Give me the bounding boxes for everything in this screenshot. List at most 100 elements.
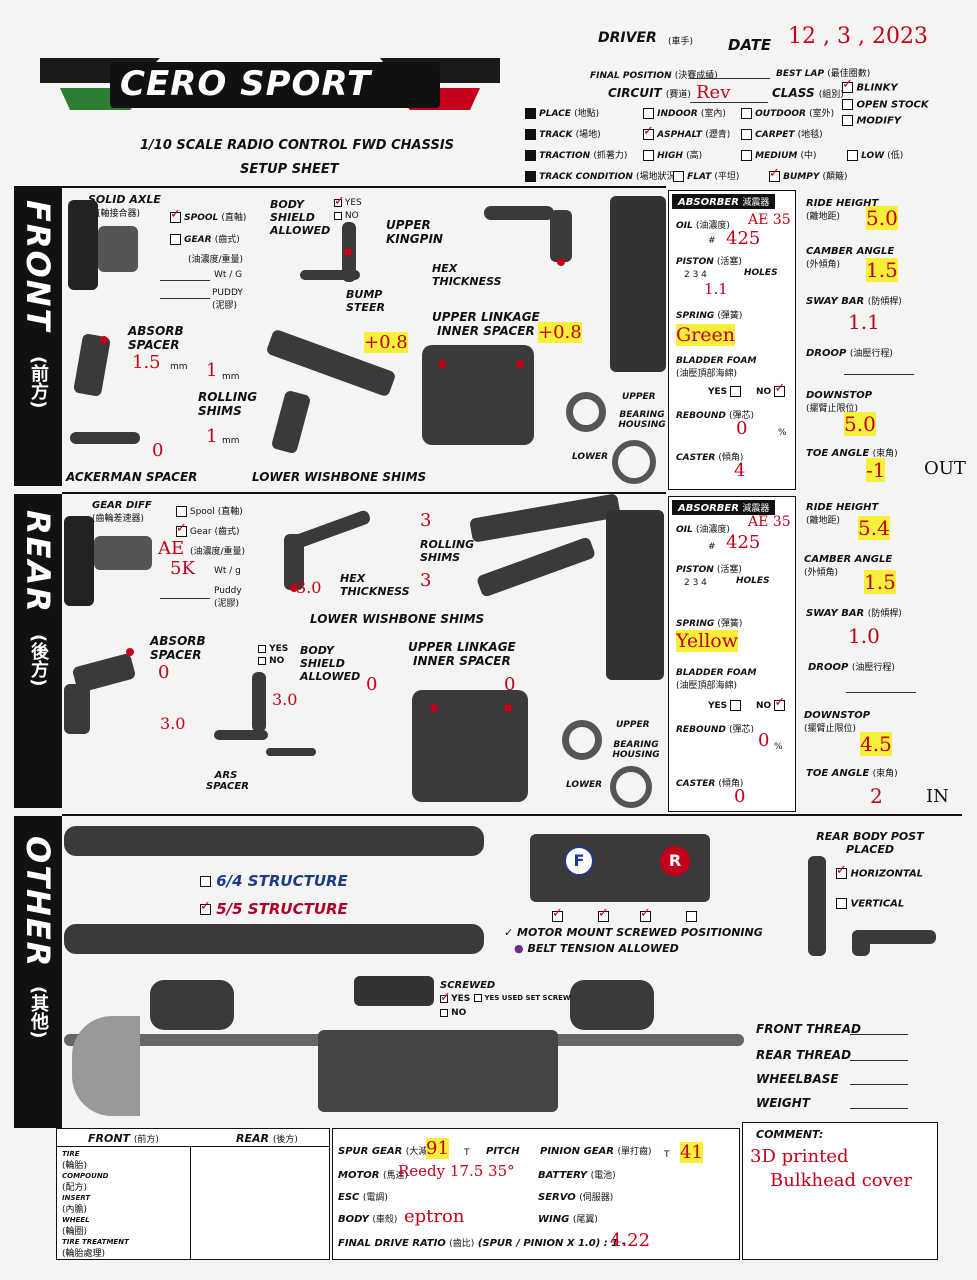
front-spool-option[interactable]: SPOOL (直軸)	[170, 207, 246, 223]
class-open-stock[interactable]: OPEN STOCK	[842, 98, 929, 110]
front-piston-value[interactable]: 1.1	[704, 280, 728, 298]
rear-sway-value[interactable]: 1.0	[848, 624, 880, 648]
insert-row-label: INSERT(內膽)	[62, 1194, 91, 1215]
rear-shield-no[interactable]: NO	[258, 656, 284, 666]
motor-value[interactable]: Reedy 17.5 35°	[398, 1162, 515, 1180]
rear-camber-value[interactable]: 1.5	[864, 570, 896, 594]
rear-bladder-yes[interactable]: YES	[708, 700, 742, 711]
rear-shim-bottom[interactable]: 3	[420, 570, 432, 591]
body-value[interactable]: eptron	[404, 1206, 465, 1227]
asphalt-option[interactable]: ASPHALT (瀝青)	[643, 124, 730, 140]
wheelbase-label: WHEELBASE	[756, 1072, 839, 1086]
front-linkage-left[interactable]: +0.8	[364, 332, 408, 353]
front-ride-height-label: RIDE HEIGHT(離地距)	[806, 198, 879, 222]
horizontal-option[interactable]: HORIZONTAL	[836, 863, 923, 880]
rear-downstop-label: DOWNSTOP(擺臂止限位)	[804, 710, 871, 734]
rear-bladder-no[interactable]: NO	[756, 695, 786, 711]
rear-oil-value[interactable]: 425	[726, 532, 761, 553]
rear-downstop-value[interactable]: 4.5	[860, 732, 892, 756]
front-gear-option[interactable]: GEAR (齒式)	[170, 232, 240, 245]
front-downstop-value[interactable]: 5.0	[844, 412, 876, 436]
front-shield-yes[interactable]: YES	[334, 194, 362, 209]
rear-shield-value[interactable]: 3.0	[272, 690, 298, 709]
front-toe-value[interactable]: -1	[866, 458, 886, 482]
structure-55-option[interactable]: 5/5 STRUCTURE	[200, 899, 348, 918]
comment-line-1[interactable]: 3D printed	[750, 1146, 849, 1167]
weight-label: WEIGHT	[756, 1096, 810, 1110]
rear-spool-option[interactable]: Spool (直軸)	[176, 504, 243, 517]
sheet-title: 1/10 SCALE RADIO CONTROL FWD CHASSIS	[140, 138, 455, 153]
rear-shim-top[interactable]: 3	[420, 510, 432, 531]
class-blinky[interactable]: BLINKY	[842, 77, 929, 94]
screwed-no[interactable]: NO	[440, 1008, 466, 1018]
rear-oil-brand[interactable]: AE 35	[748, 514, 791, 530]
rear-camber-label: CAMBER ANGLE(外傾角)	[804, 554, 893, 578]
front-oil-brand[interactable]: AE 35	[748, 212, 791, 228]
rear-diff-value[interactable]: 5K	[170, 558, 195, 579]
front-hex-thickness-label: HEX THICKNESS	[432, 262, 502, 288]
rear-hex-value[interactable]: 3.0	[296, 578, 322, 597]
front-shim-top[interactable]: 1	[206, 360, 218, 381]
bumpy-option[interactable]: BUMPY (顛簸)	[769, 166, 848, 182]
circuit-value[interactable]: Rev	[696, 82, 731, 103]
front-rebound-value[interactable]: 0	[736, 418, 748, 439]
screwed-used-set[interactable]: YES USED SET SCREW	[474, 994, 571, 1002]
rear-diff-brand[interactable]: AE	[158, 538, 185, 559]
rear-caster-value[interactable]: 0	[734, 786, 746, 807]
rear-toe-value[interactable]: 2	[870, 784, 883, 808]
front-sidebar: FRONT (前方)	[14, 186, 62, 486]
front-linkage-right[interactable]: +0.8	[538, 322, 582, 343]
comment-line-2[interactable]: Bulkhead cover	[770, 1170, 913, 1191]
rear-ars-value[interactable]: 3.0	[160, 714, 186, 733]
front-piston-label: PISTON (活塞)	[676, 257, 742, 267]
rear-body-post-label: REAR BODY POST PLACED	[816, 830, 924, 856]
front-oil-label: OIL (油濃度)	[676, 221, 730, 231]
rear-rebound-value[interactable]: 0	[758, 730, 770, 751]
front-thread-label: FRONT THREAD	[756, 1022, 861, 1036]
pinion-value[interactable]: 41	[680, 1142, 703, 1163]
front-ride-height-value[interactable]: 5.0	[866, 206, 898, 230]
chassis-plate-64	[64, 826, 484, 856]
front-spring-value[interactable]: Green	[676, 324, 735, 346]
chassis-overview	[64, 970, 744, 1120]
wing-label: WING (尾翼)	[538, 1214, 598, 1225]
front-f-icon: F	[564, 846, 594, 876]
front-bladder-no[interactable]: NO	[756, 381, 786, 397]
rear-absorb-value[interactable]: 0	[158, 662, 170, 683]
rear-upper-label: UPPER	[616, 720, 650, 730]
front-body-shield-label: BODY SHIELD ALLOWED	[270, 198, 331, 237]
rear-sway-label: SWAY BAR (防傾桿)	[806, 608, 902, 619]
rear-linkage-left[interactable]: 0	[366, 674, 378, 695]
front-shim-bottom[interactable]: 1	[206, 426, 218, 447]
front-upper-kingpin-label: UPPER KINGPIN	[386, 218, 443, 246]
battery-label: BATTERY (電池)	[538, 1170, 616, 1181]
body-label: BODY (車殼)	[338, 1214, 398, 1225]
front-diff-oil-label: (油濃度/重量)	[188, 255, 244, 265]
class-label: CLASS (組別)	[772, 86, 844, 100]
fdr-value[interactable]: 4.22	[610, 1230, 651, 1251]
front-absorb-value[interactable]: 1.5	[132, 352, 161, 373]
rear-gear-option[interactable]: Gear (齒式)	[176, 521, 240, 537]
front-camber-value[interactable]: 1.5	[866, 258, 898, 282]
structure-64-option[interactable]: 6/4 STRUCTURE	[200, 872, 348, 890]
front-bladder-yes[interactable]: YES	[708, 386, 742, 397]
screwed-yes[interactable]: YES	[440, 990, 470, 1005]
front-oil-value[interactable]: 425	[726, 228, 761, 249]
carpet-option[interactable]: CARPET (地毯)	[741, 127, 823, 140]
class-modify[interactable]: MODIFY	[842, 115, 929, 127]
front-ackerman-value[interactable]: 0	[152, 440, 164, 461]
rear-spring-value[interactable]: Yellow	[676, 630, 738, 652]
front-solid-axle-label: SOLID AXLE(直軸接合器)	[88, 193, 161, 219]
front-caster-value[interactable]: 4	[734, 460, 746, 481]
date-value[interactable]: 12 , 3 , 2023	[788, 24, 928, 49]
front-shield-no[interactable]: NO	[334, 211, 359, 221]
front-sway-value[interactable]: 1.1	[848, 310, 880, 334]
rear-shield-yes[interactable]: YES	[258, 644, 288, 654]
rear-linkage-right[interactable]: 0	[504, 674, 516, 695]
rear-ride-height-value[interactable]: 5.4	[858, 516, 890, 540]
vertical-option[interactable]: VERTICAL	[836, 898, 904, 910]
front-absorb-mm: mm	[170, 362, 188, 372]
rear-bladder-label: BLADDER FOAM(油壓頂部海綿)	[676, 668, 757, 691]
spur-value[interactable]: 91	[426, 1138, 449, 1159]
front-toe-label: TOE ANGLE (束角)	[806, 448, 898, 459]
